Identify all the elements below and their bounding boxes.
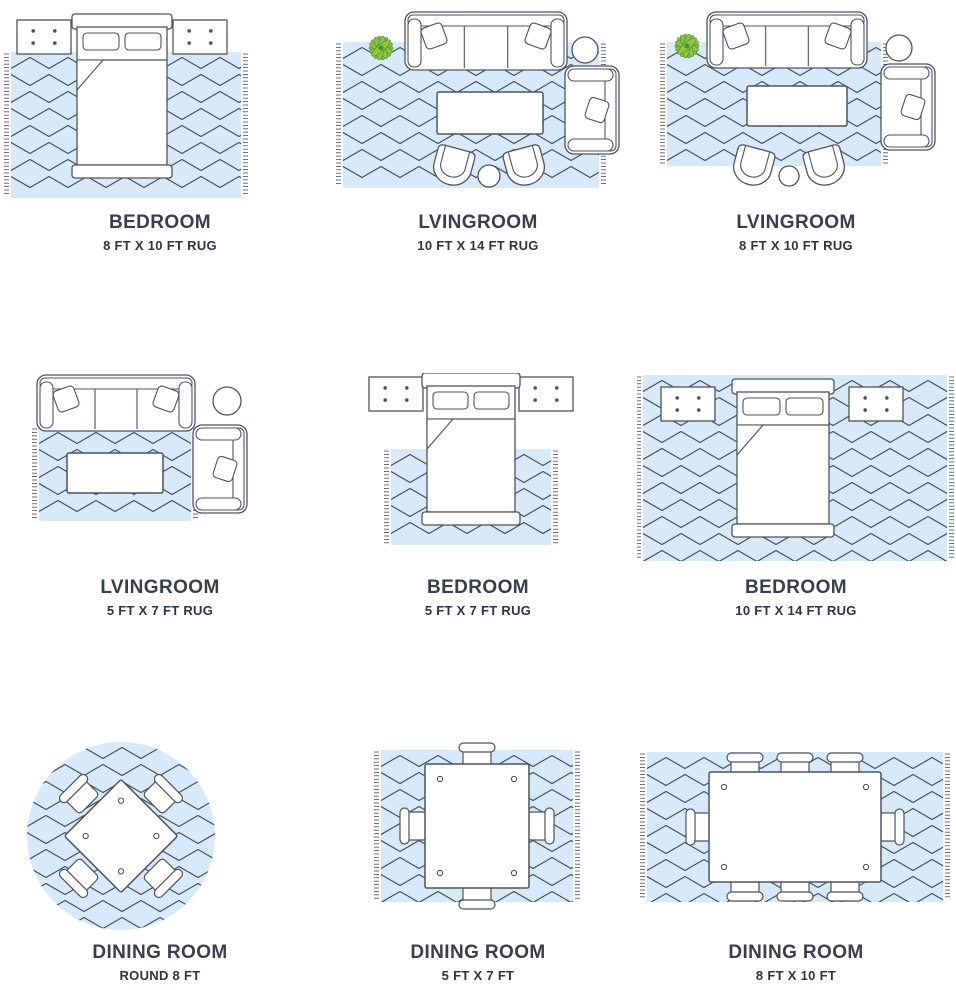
coffee-table-icon [66,452,164,494]
caption: BEDROOM 8 FT X 10 FT RUG [103,212,217,253]
rug-size-label: 8 FT X 10 FT [755,968,837,983]
lounge-chair-icon [880,63,936,151]
rug-diagram-cell-dining-8x10: DINING ROOM 8 FT X 10 FT [637,738,955,983]
caption: DINING ROOM 5 FT X 7 FT [410,942,545,983]
dining-table-icon [64,779,178,893]
lounge-chair-icon [192,424,248,514]
ottoman-icon [778,165,800,187]
rug-diagram-cell-livingroom-8x10: LVINGROOM 8 FT X 10 FT RUG [637,8,955,253]
ottoman-icon [477,164,501,188]
rug-diagram-cell-dining-5x7: DINING ROOM 5 FT X 7 FT [319,738,637,983]
rug-size-label: ROUND 8 FT [119,968,201,983]
livingroom-10x14-illustration [319,8,637,200]
rug-size-label: 8 FT X 10 FT RUG [739,238,853,253]
plant-icon [674,33,700,59]
throw-pillow-icon [152,385,180,413]
caption: DINING ROOM ROUND 8 FT [92,942,227,983]
rug-size-label: 5 FT X 7 FT RUG [424,603,532,618]
rug-diagram-cell-livingroom-10x14: LVINGROOM 10 FT X 14 FT RUG [319,8,637,253]
room-title: BEDROOM [426,577,530,598]
accent-chair-icon [432,144,476,186]
accent-chair-icon [802,144,846,186]
rug-size-label: 5 FT X 7 FT RUG [106,603,214,618]
side-table-icon [571,36,599,64]
throw-pillow-icon [722,22,750,50]
nightstand-icon [16,19,72,55]
dining-round-8-illustration [1,738,319,930]
rug-size-label: 10 FT X 14 FT RUG [735,603,857,618]
throw-pillow-icon [584,96,610,124]
throw-pillow-icon [824,22,852,50]
coffee-table-icon [746,85,848,127]
livingroom-5x7-illustration [1,373,319,565]
room-title: BEDROOM [744,577,848,598]
dining-chair-icon [58,773,99,814]
bed-icon [71,13,173,179]
accent-chair-icon [502,144,546,186]
accent-chair-icon [732,144,776,186]
dining-chair-icon [526,807,555,845]
throw-pillow-icon [420,22,448,50]
dining-chair-icon [685,808,714,846]
dining-chair-icon [143,773,184,814]
caption: LVINGROOM 8 FT X 10 FT RUG [736,212,855,253]
nightstand-icon [518,376,574,412]
bedroom-10x14-illustration [637,373,955,565]
throw-pillow-icon [212,455,238,483]
room-title: DINING ROOM [728,942,864,963]
side-table-icon [212,386,242,416]
throw-pillow-icon [900,93,926,121]
sofa-icon [36,374,196,432]
dining-chair-icon [143,858,184,899]
nightstand-icon [848,386,904,422]
caption: BEDROOM 5 FT X 7 FT RUG [425,577,531,618]
rug-diagram-cell-dining-round-8: DINING ROOM ROUND 8 FT [1,738,319,983]
nightstand-icon [172,19,228,55]
lounge-chair-icon [564,65,620,155]
rug-diagram-cell-bedroom-8x10: BEDROOM 8 FT X 10 FT RUG [1,8,319,253]
sofa-icon [706,11,868,69]
rug-diagram-cell-livingroom-5x7: LVINGROOM 5 FT X 7 FT RUG [1,373,319,618]
bed-icon [421,373,521,526]
nightstand-icon [368,376,424,412]
room-title: LVINGROOM [100,577,220,598]
sofa-icon [404,11,568,71]
throw-pillow-icon [524,22,552,50]
dining-8x10-illustration [637,738,955,930]
dining-chair-icon [58,858,99,899]
caption: BEDROOM 10 FT X 14 FT RUG [735,577,856,618]
bed-icon [731,378,835,538]
caption: DINING ROOM 8 FT X 10 FT [728,942,863,983]
livingroom-8x10-illustration [637,8,955,200]
dining-5x7-illustration [319,738,637,930]
caption: LVINGROOM 5 FT X 7 FT RUG [100,577,219,618]
dining-chair-icon [399,807,428,845]
room-title: BEDROOM [108,212,212,233]
bedroom-8x10-illustration [1,8,319,200]
rug-diagram-cell-bedroom-5x7: BEDROOM 5 FT X 7 FT RUG [319,373,637,618]
rug-size-label: 10 FT X 14 FT RUG [417,238,539,253]
dining-table-icon [424,763,530,889]
nightstand-icon [660,386,716,422]
bedroom-5x7-illustration [319,373,637,565]
coffee-table-icon [436,91,544,135]
rug-size-label: 8 FT X 10 FT RUG [103,238,217,253]
rug-diagram-cell-bedroom-10x14: BEDROOM 10 FT X 14 FT RUG [637,373,955,618]
side-table-icon [885,34,913,62]
caption: LVINGROOM 10 FT X 14 FT RUG [417,212,538,253]
plant-icon [368,35,394,61]
room-title: LVINGROOM [736,212,856,233]
room-title: DINING ROOM [410,942,546,963]
throw-pillow-icon [52,385,80,413]
dining-table-icon [708,771,882,883]
rug-size-label: 5 FT X 7 FT [441,968,515,983]
room-title: DINING ROOM [92,942,228,963]
room-title: LVINGROOM [418,212,538,233]
